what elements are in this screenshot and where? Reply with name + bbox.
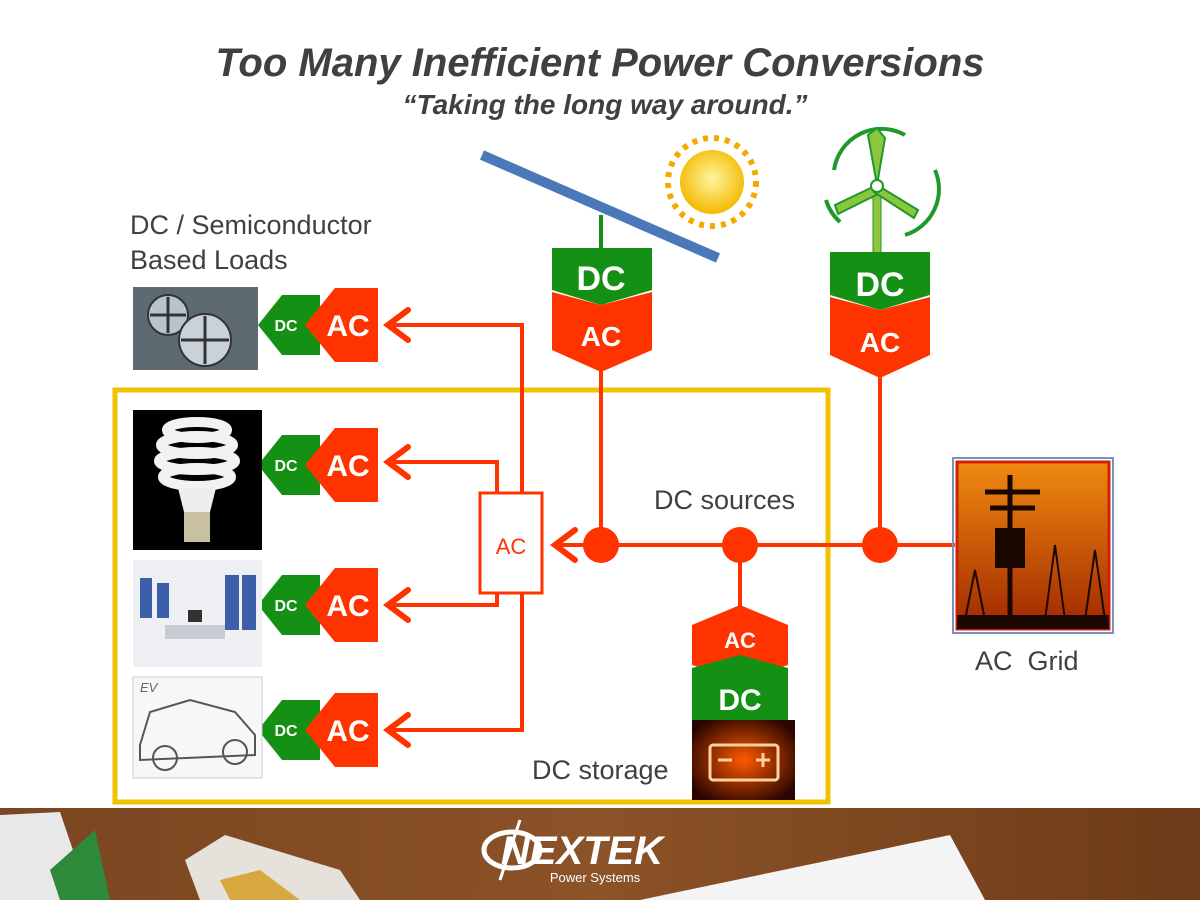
load-converter: DC AC bbox=[258, 693, 378, 767]
logo-mark-icon bbox=[481, 829, 543, 871]
ac-grid-image bbox=[952, 457, 1114, 634]
ac-label: AC bbox=[326, 590, 369, 623]
svg-text:DC: DC bbox=[718, 684, 761, 717]
dc-label: DC bbox=[274, 723, 298, 740]
dc-tag bbox=[258, 575, 320, 635]
dc-label: DC bbox=[274, 598, 298, 615]
loads-label-line1: DC / Semiconductor bbox=[130, 210, 372, 240]
ac-grid-label: AC Grid bbox=[975, 646, 1079, 676]
dc-zone-boundary bbox=[112, 387, 831, 805]
bus-node bbox=[583, 527, 619, 563]
bus-node bbox=[722, 527, 758, 563]
ac-tag bbox=[305, 693, 378, 767]
ac-label: AC bbox=[326, 450, 369, 483]
load-converter: DC AC bbox=[258, 568, 378, 642]
ac-tag bbox=[305, 428, 378, 502]
svg-text:AC: AC bbox=[581, 321, 621, 352]
storage-converter: AC DC bbox=[692, 605, 788, 722]
svg-text:DC: DC bbox=[576, 260, 625, 298]
ac-label: AC bbox=[326, 310, 369, 343]
wind-turbine-icon bbox=[824, 126, 941, 254]
dc-tag bbox=[258, 435, 320, 495]
data-center-image bbox=[133, 560, 262, 667]
fans-image bbox=[133, 287, 258, 370]
bus-node bbox=[862, 527, 898, 563]
svg-text:DC: DC bbox=[855, 266, 904, 304]
load-converter: DC AC bbox=[258, 428, 378, 502]
central-ac-converter bbox=[478, 491, 544, 595]
cfl-bulb-image bbox=[133, 410, 262, 550]
load-converter: DC AC bbox=[258, 288, 378, 362]
page-title: Too Many Inefficient Power Conversions bbox=[215, 41, 984, 85]
dc-storage-label: DC storage bbox=[532, 755, 669, 785]
sun-icon bbox=[665, 135, 759, 229]
svg-text:EV: EV bbox=[140, 680, 159, 695]
svg-text:AC: AC bbox=[724, 628, 756, 653]
tagline: Power Systems bbox=[550, 870, 641, 885]
ac-wiring bbox=[390, 323, 955, 732]
battery-icon bbox=[692, 720, 795, 800]
subtitle: “Taking the long way around.” bbox=[403, 89, 808, 120]
solar-converter: DC AC bbox=[552, 248, 652, 372]
dc-label: DC bbox=[274, 458, 298, 475]
ac-label: AC bbox=[326, 715, 369, 748]
central-ac-label: AC bbox=[496, 534, 527, 559]
ev-image: EV bbox=[132, 676, 263, 779]
wind-converter: DC AC bbox=[830, 252, 930, 378]
dc-label: DC bbox=[274, 318, 298, 335]
ac-tag bbox=[305, 288, 378, 362]
dc-tag bbox=[258, 295, 320, 355]
ac-tag bbox=[305, 568, 378, 642]
svg-text:AC: AC bbox=[860, 327, 900, 358]
loads-label-line2: Based Loads bbox=[130, 245, 288, 275]
solar-panel-icon bbox=[479, 150, 721, 263]
arrowheads bbox=[383, 307, 578, 748]
dc-sources-label: DC sources bbox=[654, 485, 795, 515]
footer-banner: NEXTEK Power Systems bbox=[0, 808, 1200, 900]
dc-tag bbox=[258, 700, 320, 760]
